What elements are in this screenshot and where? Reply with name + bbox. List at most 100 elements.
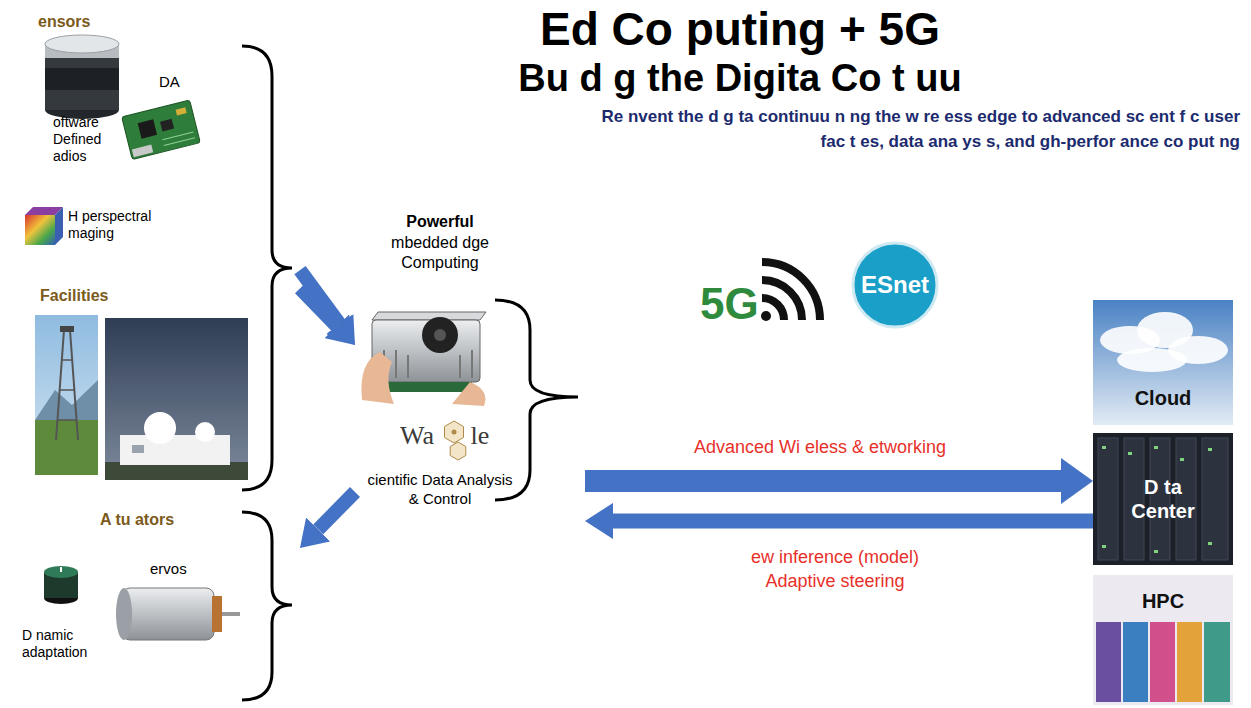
node-heading: HPC <box>1093 589 1233 613</box>
datacenter-image <box>1150 438 1170 560</box>
hpc-image <box>1093 575 1233 705</box>
actuator-bracket <box>242 512 292 700</box>
datacenter-image <box>1176 438 1196 560</box>
title: Ed Co puting + 5G <box>300 2 1180 56</box>
node-heading: D ta Center <box>1113 475 1213 523</box>
edge-device <box>407 355 409 378</box>
node-heading: ervos <box>150 560 214 578</box>
knob-actuator <box>60 567 62 572</box>
wifi-symbol <box>762 280 802 320</box>
radar-photo <box>105 318 248 480</box>
edge-device <box>395 350 397 378</box>
datacenter-image <box>1102 446 1106 449</box>
hpc-image <box>1150 622 1175 702</box>
radio-board <box>176 107 187 115</box>
subtitle: Bu d g the Digita Co t uu <box>300 56 1180 100</box>
datacenter-image <box>1202 438 1228 560</box>
radio-board <box>138 119 157 138</box>
tower-photo <box>59 389 75 391</box>
esnet-badge <box>853 243 937 327</box>
radio-board <box>160 119 174 132</box>
hpc-image <box>1204 622 1230 702</box>
hyperspectral-cube <box>25 215 55 245</box>
hpc-image <box>1123 622 1148 702</box>
cloud-image <box>1117 348 1187 372</box>
lidar-sensor <box>45 68 119 90</box>
datacenter-image <box>1154 446 1158 449</box>
edge-device <box>434 329 446 341</box>
node-heading: Facilities <box>40 286 150 305</box>
lidar-sensor <box>45 35 119 53</box>
tower-photo <box>70 330 78 440</box>
wifi-symbol <box>762 262 820 320</box>
servo-motor <box>116 588 240 640</box>
node-heading: D namic adaptation <box>22 627 112 661</box>
servo-motor <box>222 612 240 616</box>
flow-arrow <box>300 288 337 326</box>
actuator-bracket <box>242 512 292 700</box>
facility-group: Facilities <box>15 282 300 492</box>
datacenter-image <box>1093 433 1233 565</box>
radar-photo <box>120 435 230 465</box>
tower-photo <box>35 315 98 475</box>
knob-actuator <box>44 566 78 604</box>
edge-device <box>372 312 486 320</box>
edge-label: ew inference (model) Adaptive steering <box>720 545 950 593</box>
datacenter-image <box>1154 550 1158 553</box>
tower-photo <box>61 359 73 361</box>
datacenter-image <box>1098 438 1118 560</box>
radio-board <box>164 138 195 146</box>
flow-arrow <box>585 470 1061 492</box>
hpc-tile: HPC <box>1093 575 1235 705</box>
hpc-image <box>1177 622 1202 702</box>
datacenter-image <box>1208 448 1212 451</box>
datacenter-image <box>1102 545 1106 548</box>
wifi-symbol <box>761 311 771 321</box>
radar-photo <box>144 412 176 444</box>
hyperspectral-cube <box>55 207 63 245</box>
datacenter-image <box>1124 438 1144 560</box>
tagline: Re nvent the d g ta continuu n ng the w … <box>600 104 1240 154</box>
node-text: cientific Data Analysis & Control <box>367 470 513 508</box>
tower-photo <box>56 330 64 440</box>
tower-photo <box>57 419 77 421</box>
hpc-image <box>1093 575 1233 705</box>
flow-arrow <box>318 492 355 529</box>
servo-motor <box>212 596 222 632</box>
datacenter-image <box>1128 452 1132 455</box>
node-text: mbedded dge Computing <box>360 233 520 273</box>
servo-motor <box>122 588 214 640</box>
hpc-image <box>1096 622 1121 702</box>
node-heading: Cloud <box>1093 386 1233 410</box>
lidar-sensor <box>45 52 119 110</box>
actuator-item: ervos <box>148 558 218 582</box>
radio-board <box>122 100 201 160</box>
servo-motor <box>116 588 132 640</box>
actuator-item: D namic adaptation <box>20 625 115 670</box>
tower-photo <box>35 420 98 475</box>
datacenter-image <box>1208 542 1212 545</box>
logo-esnet: ESnet <box>853 270 937 300</box>
radar-photo <box>105 318 248 480</box>
radar-photo <box>195 422 215 442</box>
radio-board <box>122 100 201 160</box>
edge-device <box>422 317 458 353</box>
node-heading: A tu ators <box>100 510 210 529</box>
edge-device <box>361 312 486 406</box>
sensor-bracket <box>242 46 292 490</box>
edge-device <box>471 350 473 378</box>
tower-photo <box>35 315 98 475</box>
radio-board <box>162 132 193 140</box>
sensor-item: oftware Defined adios <box>50 112 135 170</box>
sensor-item: DA <box>155 70 215 96</box>
hyperspectral-cube <box>25 207 63 245</box>
datacenter-tile: D ta Center <box>1093 433 1233 565</box>
node-heading: DA <box>159 73 209 91</box>
datacenter-image <box>1180 458 1184 461</box>
edge-label: Advanced Wi eless & etworking <box>600 436 1040 458</box>
actuator-group: A tu ators ervos D namic adaptation <box>15 500 300 705</box>
radar-photo <box>132 445 144 453</box>
